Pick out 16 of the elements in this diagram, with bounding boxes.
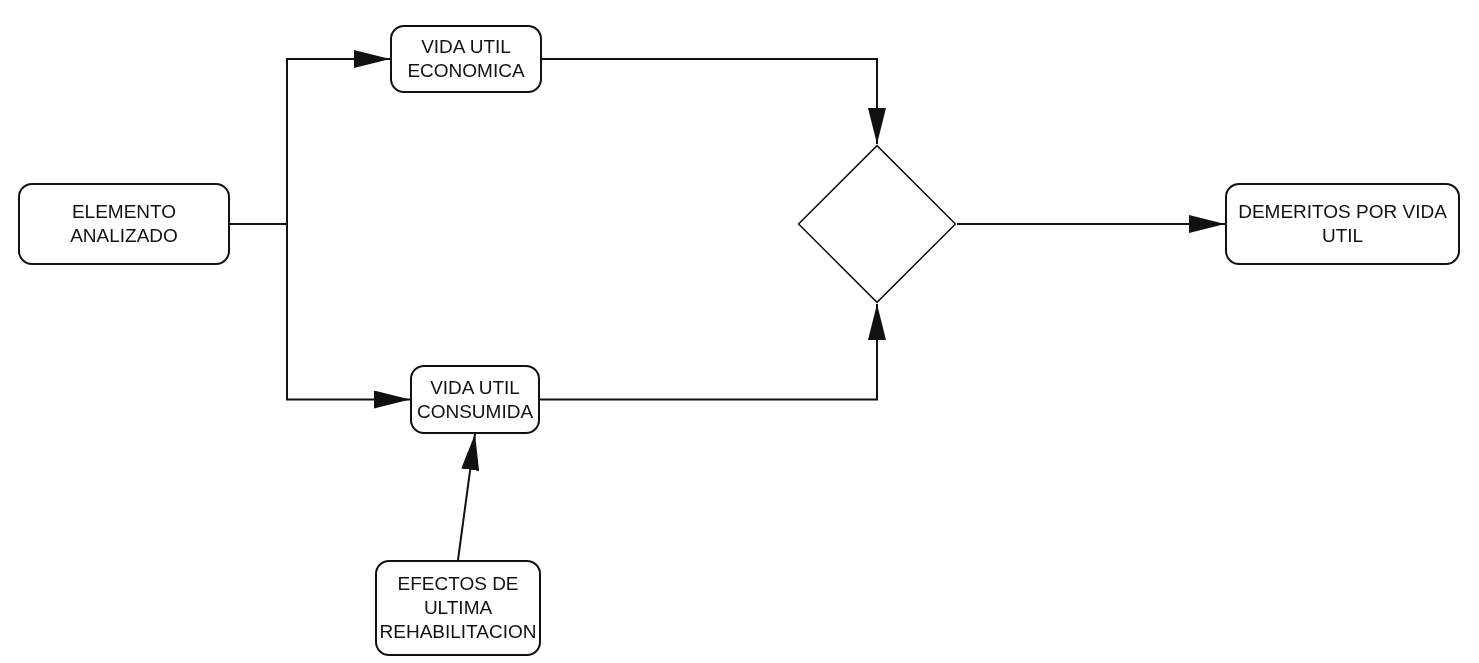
diamond-shape: [797, 144, 957, 304]
process-box: [375, 560, 541, 656]
box-label: EFECTOS DE ULTIMA REHABILITACION: [379, 572, 537, 644]
box-label: ELEMENTO ANALIZADO: [69, 200, 179, 248]
process-box: [1225, 183, 1460, 265]
box-label: VIDA UTIL ECONOMICA: [406, 35, 526, 83]
process-box: [390, 25, 542, 93]
box-label: DEMERITOS POR VIDA UTIL: [1237, 200, 1448, 248]
process-box: [18, 183, 230, 265]
arrow: [956, 215, 1226, 233]
arrow: [457, 433, 480, 561]
arrow: [539, 303, 886, 401]
process-box: [410, 365, 540, 434]
arrow: [541, 58, 886, 145]
arrow: [229, 223, 411, 409]
box-label: VIDA UTIL CONSUMIDA: [416, 375, 534, 424]
